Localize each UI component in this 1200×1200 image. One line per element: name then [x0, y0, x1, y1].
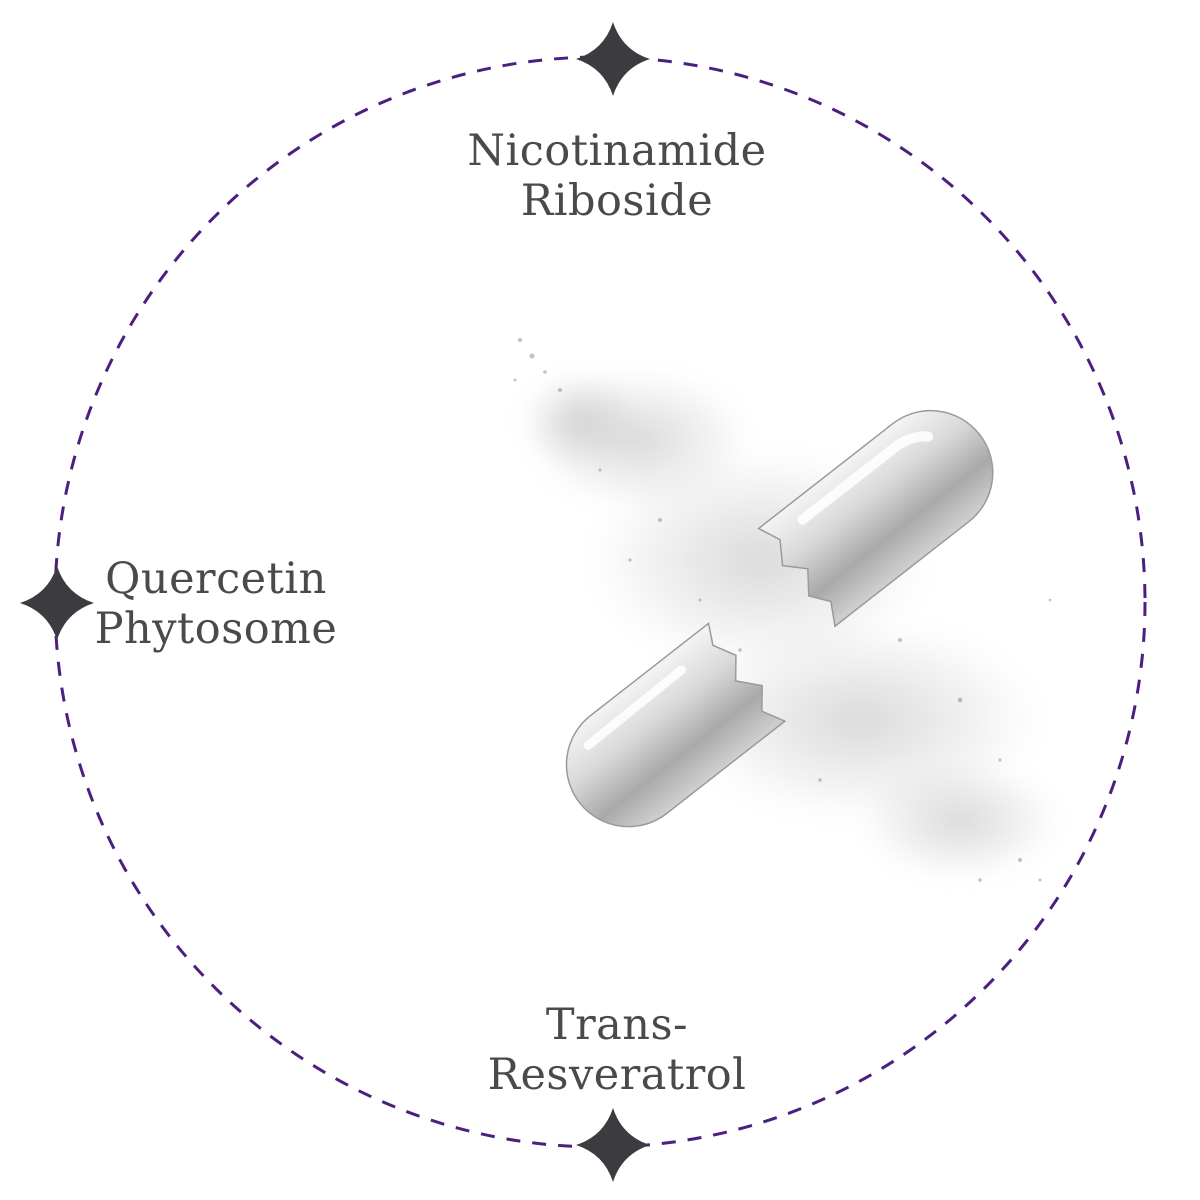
ingredient-label-left: Quercetin Phytosome [16, 554, 416, 654]
powder-specks [513, 338, 1052, 882]
dashed-ring [53, 55, 1147, 1149]
ingredient-top-line2: Riboside [520, 176, 714, 226]
ingredient-label-bottom: Trans- Resveratrol [417, 1000, 817, 1100]
star-top-icon [576, 22, 650, 96]
ingredient-bottom-line2: Resveratrol [487, 1050, 747, 1100]
capsule-lower-half [565, 622, 787, 828]
capsule-upper-half [757, 409, 994, 628]
ingredient-top-line1: Nicotinamide [467, 126, 767, 176]
star-left-icon [20, 566, 94, 640]
ingredient-left-line1: Quercetin [105, 554, 327, 604]
powder-cloud [520, 370, 1060, 880]
ingredient-label-top: Nicotinamide Riboside [417, 126, 817, 226]
star-bottom-icon [576, 1108, 650, 1182]
ingredient-left-line2: Phytosome [94, 604, 338, 654]
ingredient-bottom-line1: Trans- [545, 1000, 689, 1050]
